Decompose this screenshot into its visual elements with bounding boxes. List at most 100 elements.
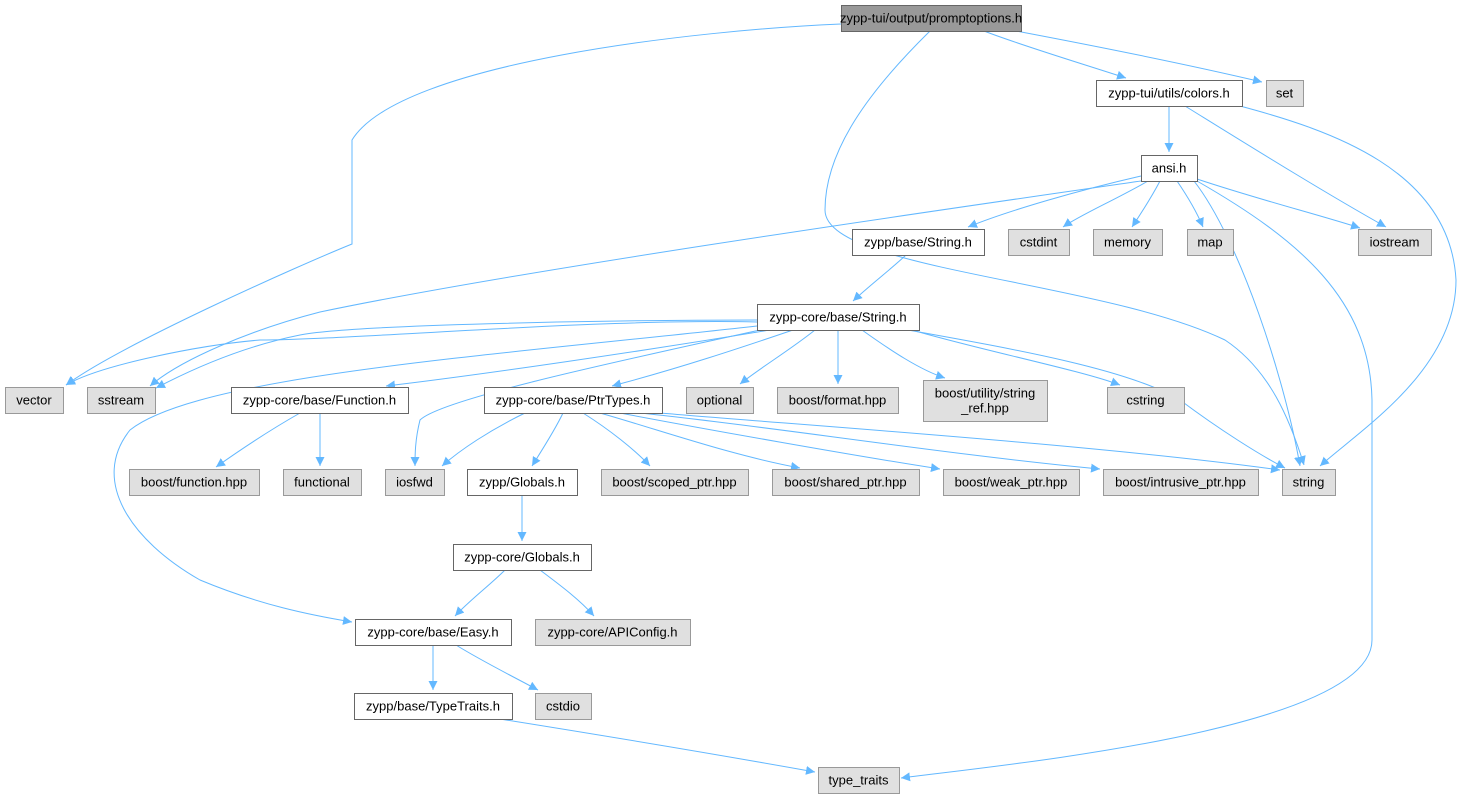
edge-promptoptions-to-string — [824, 30, 1306, 466]
edge-ptrtypes-to-bscoped — [582, 412, 651, 467]
node-label: zypp-core/Globals.h — [464, 550, 580, 565]
node-box — [772, 469, 920, 496]
node-functional: functional — [283, 469, 362, 496]
node-label: sstream — [98, 393, 144, 408]
node-type_traits: type_traits — [818, 767, 900, 794]
node-box — [484, 387, 663, 414]
edge-coreString-to-cstring — [911, 329, 1121, 387]
node-label: optional — [697, 393, 743, 408]
node-bformat: boost/format.hpp — [777, 387, 899, 414]
node-function[interactable]: zypp-core/base/Function.h — [231, 387, 409, 414]
node-map: map — [1187, 229, 1234, 256]
node-memory: memory — [1093, 229, 1163, 256]
node-box — [467, 469, 578, 496]
node-box — [1096, 80, 1243, 107]
node-label: zypp-tui/output/promptoptions.h — [840, 11, 1022, 26]
edge-zyppString-to-coreString — [852, 254, 907, 302]
edge-promptoptions-to-colors — [983, 30, 1127, 80]
node-label: zypp-core/base/PtrTypes.h — [496, 393, 651, 408]
edge-coreString-to-vector — [65, 321, 758, 386]
node-box — [354, 693, 513, 720]
node-label: boost/scoped_ptr.hpp — [612, 475, 736, 490]
node-cstdint: cstdint — [1008, 229, 1070, 256]
node-iosfwd: iosfwd — [385, 469, 445, 496]
node-box — [1008, 229, 1070, 256]
node-ansi[interactable]: ansi.h — [1141, 155, 1198, 182]
node-box — [535, 619, 691, 646]
node-box — [1266, 80, 1304, 107]
edge-ansi-to-cstdint — [1062, 180, 1149, 228]
node-easy[interactable]: zypp-core/base/Easy.h — [355, 619, 512, 646]
node-label: vector — [16, 393, 52, 408]
node-box — [1107, 387, 1185, 414]
edge-coreString-to-function — [385, 329, 771, 390]
node-label: memory — [1104, 235, 1151, 250]
node-label: boost/shared_ptr.hpp — [784, 475, 906, 490]
node-box — [385, 469, 445, 496]
node-bshared: boost/shared_ptr.hpp — [772, 469, 920, 496]
node-label: zypp/base/String.h — [864, 235, 972, 250]
node-label: zypp-tui/utils/colors.h — [1108, 86, 1229, 101]
node-zyppString[interactable]: zypp/base/String.h — [852, 229, 985, 256]
edge-coreString-to-ptrtypes — [611, 329, 794, 389]
node-colors[interactable]: zypp-tui/utils/colors.h — [1096, 80, 1243, 107]
node-box — [1358, 229, 1432, 256]
node-label: zypp-core/base/Easy.h — [367, 625, 498, 640]
node-box — [1103, 469, 1259, 496]
node-box — [757, 304, 920, 331]
edge-coreString-to-sstream — [155, 319, 758, 389]
node-sstream: sstream — [87, 387, 156, 414]
node-label: zypp-core/base/Function.h — [243, 393, 396, 408]
edge-ptrtypes-to-globals — [531, 412, 564, 467]
node-coreGlobals[interactable]: zypp-core/Globals.h — [453, 544, 592, 571]
node-label: zypp-core/APIConfig.h — [547, 625, 677, 640]
node-label: iosfwd — [396, 475, 433, 490]
node-typetraitsH[interactable]: zypp/base/TypeTraits.h — [354, 693, 513, 720]
node-box — [601, 469, 749, 496]
node-label: boost/utility/string — [935, 386, 1035, 401]
node-box — [535, 693, 592, 720]
node-coreString[interactable]: zypp-core/base/String.h — [757, 304, 920, 331]
nodes-layer: zypp-tui/output/promptoptions.h set zypp-t… — [5, 5, 1432, 794]
node-box — [943, 469, 1080, 496]
node-label: set — [1276, 86, 1294, 101]
edge-ptrtypes-to-bintrusive — [639, 412, 1101, 473]
edge-coreGlobals-to-easy — [454, 569, 506, 617]
edge-promptoptions-to-vector — [65, 23, 842, 386]
node-label: zypp/Globals.h — [479, 475, 565, 490]
node-apiconfig: zypp-core/APIConfig.h — [535, 619, 691, 646]
node-label: functional — [294, 475, 350, 490]
node-label: type_traits — [829, 773, 889, 788]
edge-ansi-to-map — [1176, 180, 1204, 228]
node-box — [283, 469, 362, 496]
edge-ptrtypes-to-bshared — [599, 412, 801, 471]
edge-easy-to-cstdio — [455, 644, 539, 691]
node-box — [453, 544, 592, 571]
node-label: boost/format.hpp — [789, 393, 887, 408]
node-optional: optional — [686, 387, 754, 414]
edge-ansi-to-memory — [1131, 180, 1161, 228]
node-globals[interactable]: zypp/Globals.h — [467, 469, 578, 496]
node-box — [1093, 229, 1163, 256]
node-box — [818, 767, 900, 794]
node-label: boost/intrusive_ptr.hpp — [1115, 475, 1246, 490]
edge-ansi-to-zyppString — [967, 175, 1142, 228]
node-cstring: cstring — [1107, 387, 1185, 414]
edge-ansi-to-iostream — [1196, 178, 1361, 230]
node-box — [129, 469, 260, 496]
node-ptrtypes[interactable]: zypp-core/base/PtrTypes.h — [484, 387, 663, 414]
edge-ptrtypes-to-iosfwd — [441, 412, 526, 467]
node-label: zypp/base/TypeTraits.h — [366, 699, 500, 714]
node-promptoptions[interactable]: zypp-tui/output/promptoptions.h — [840, 5, 1022, 32]
node-bweak: boost/weak_ptr.hpp — [943, 469, 1080, 496]
edge-coreString-to-bstringref — [861, 329, 946, 380]
node-label: boost/weak_ptr.hpp — [955, 475, 1068, 490]
edge-coreString-to-iosfwd — [410, 329, 761, 467]
node-box — [231, 387, 409, 414]
edge-ptrtypes-to-bweak — [619, 412, 941, 473]
node-bintrusive: boost/intrusive_ptr.hpp — [1103, 469, 1259, 496]
node-cstdio: cstdio — [535, 693, 592, 720]
node-box — [1187, 229, 1234, 256]
node-bfunction: boost/function.hpp — [129, 469, 260, 496]
